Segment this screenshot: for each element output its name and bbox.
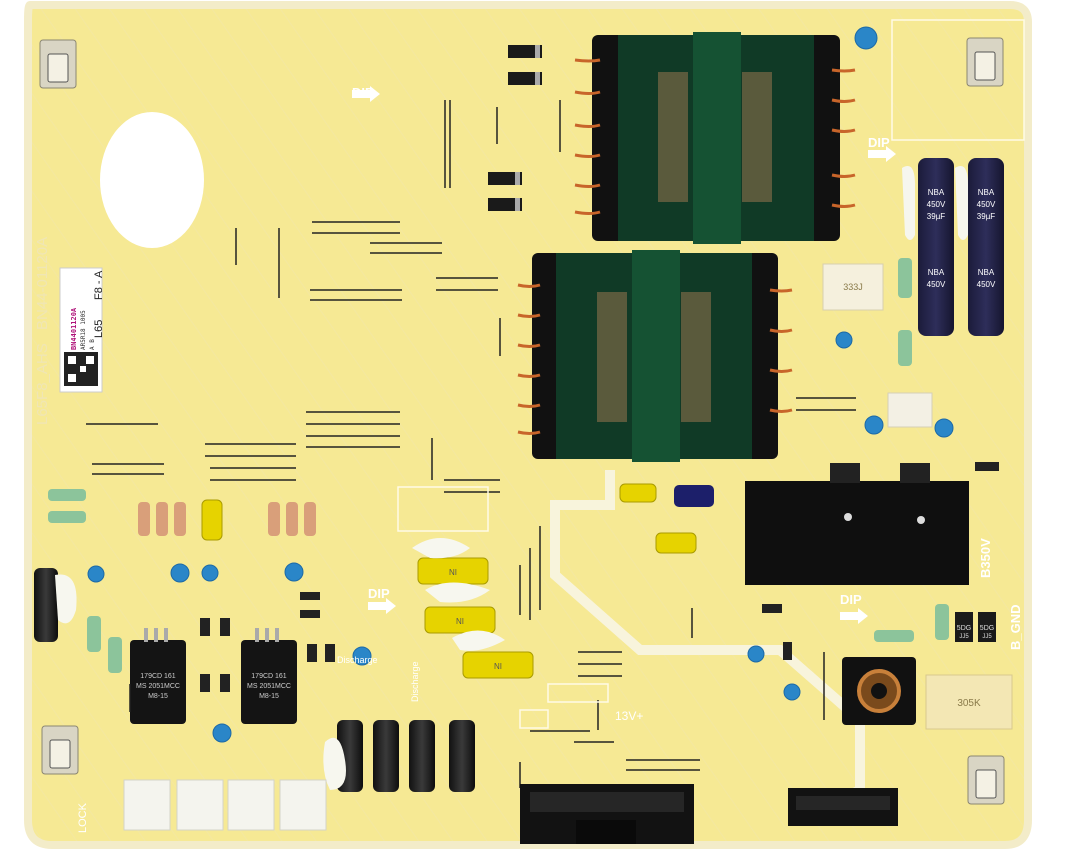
- ic-right-text2: MS 2051MCC: [247, 683, 291, 690]
- diodes: 5DG 5DG JJ5 JJ5: [200, 45, 999, 692]
- voltage-mark: B350V: [978, 538, 993, 578]
- transformer-top: [574, 32, 856, 244]
- dip-arrow-2: [868, 146, 896, 162]
- ceramic-caps: [87, 26, 954, 743]
- gnd-mark: B_GND: [1008, 604, 1023, 650]
- dip-label-3: DIP: [368, 586, 390, 601]
- connectors: [520, 784, 898, 844]
- transformer-bottom: [517, 250, 793, 462]
- board-model-silkscreen: L65F8_AHS: [34, 343, 51, 425]
- diode-text: JJ5: [959, 634, 969, 640]
- film-capacitor-large: 305K: [925, 674, 1013, 730]
- board-label-line2: F8 - A: [93, 270, 105, 300]
- cap1-text4: NBA: [928, 268, 945, 277]
- cap2-text5: 450V: [977, 280, 996, 289]
- resistors: [48, 258, 949, 673]
- rail-mark: 13V+: [615, 709, 643, 723]
- glue-blob: [955, 166, 968, 240]
- glue-blob: [452, 630, 505, 651]
- ic-right-text3: M8-15: [259, 693, 279, 700]
- glue-blob: [902, 166, 915, 240]
- cap2-text1: NBA: [978, 188, 995, 197]
- ycap-text: NI: [494, 662, 502, 671]
- sticker-line3: A B: [89, 339, 96, 350]
- film-cap2-text: 333J: [843, 282, 863, 292]
- clip-bottom-right: [967, 755, 1005, 805]
- lock-label: LOCK: [77, 802, 89, 833]
- small-electrolytics: [34, 485, 714, 792]
- white-capacitor-bricks: [123, 779, 327, 831]
- corner-clips: [39, 37, 1005, 805]
- silkscreen-labels: Discharge Discharge 13V+ LOCK: [77, 655, 643, 833]
- diode-text: JJ5: [982, 634, 992, 640]
- dip-label-4: DIP: [840, 592, 862, 607]
- board-label-line1: L65: [93, 320, 105, 338]
- cap2-text4: NBA: [978, 268, 995, 277]
- cap2-text3: 39µF: [977, 212, 996, 221]
- sticker-line2: AR5R18 1005: [80, 310, 87, 350]
- cap2-text2: 450V: [977, 200, 996, 209]
- ic-left-text3: M8-15: [148, 693, 168, 700]
- film-capacitor-mini: [887, 392, 933, 428]
- heatsink: [745, 463, 969, 585]
- dip-arrow-3: [368, 598, 396, 614]
- bulk-capacitor-1: NBA 450V 39µF NBA 450V: [918, 158, 954, 336]
- clip-bottom-left: [41, 725, 79, 775]
- bulk-capacitor-2: NBA 450V 39µF NBA 450V: [968, 158, 1004, 336]
- discharge-label: Discharge: [410, 661, 420, 702]
- diode-code: 5DG: [957, 625, 971, 632]
- ic-left-text1: 179CD 161: [140, 673, 176, 680]
- film-cap-text: 305K: [957, 698, 981, 709]
- silkscreen-boxes: [397, 19, 1025, 729]
- clip-top-right: [966, 37, 1004, 87]
- ic-left: 179CD 161 MS 2051MCC M8-15: [130, 628, 186, 724]
- mounting-hole: [100, 112, 204, 248]
- diode-code: 5DG: [980, 625, 994, 632]
- sticker-line1: BN4401120A: [70, 307, 78, 350]
- isolation-trace: [550, 470, 865, 805]
- ic-right: 179CD 161 MS 2051MCC M8-15: [241, 628, 297, 724]
- dip-label-2: DIP: [868, 135, 890, 150]
- film-capacitor-small: 333J: [822, 263, 884, 311]
- cap1-text5: 450V: [927, 280, 946, 289]
- cap1-text1: NBA: [928, 188, 945, 197]
- dip-arrow-1: [352, 86, 380, 102]
- ycap-text: NI: [449, 568, 457, 577]
- glue-blob: [55, 574, 77, 624]
- cap1-text2: 450V: [927, 200, 946, 209]
- jumper-lines: [86, 100, 856, 788]
- board-part-silkscreen: BN44-01120A: [34, 237, 51, 330]
- yellow-capacitors: NI NI NI: [201, 483, 697, 679]
- barcode-sticker: BN4401120A AR5R18 1005 A B: [59, 267, 103, 393]
- glue-blob: [425, 582, 490, 603]
- cap1-text3: 39µF: [927, 212, 946, 221]
- clip-top-left: [39, 39, 77, 89]
- glue-blob: [323, 737, 346, 790]
- discharge-label-2: Discharge: [337, 655, 378, 665]
- dip-arrow-4: [840, 608, 868, 624]
- choke: [842, 657, 916, 725]
- ic-right-text1: 179CD 161: [251, 673, 287, 680]
- ycap-text: NI: [456, 617, 464, 626]
- glue-blob: [412, 538, 470, 559]
- ic-left-text2: MS 2051MCC: [136, 683, 180, 690]
